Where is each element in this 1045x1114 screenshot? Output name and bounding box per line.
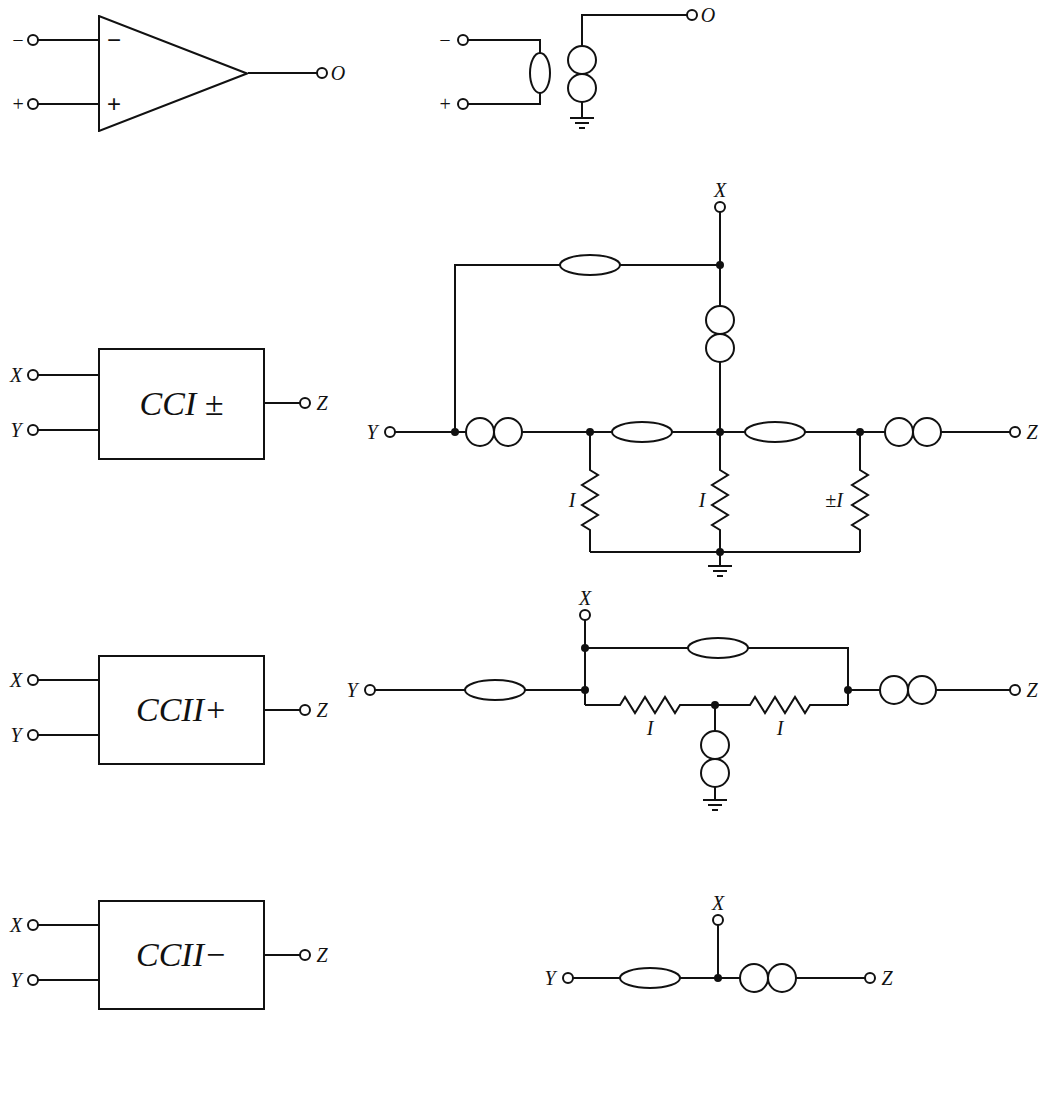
terminal-label: I <box>699 490 706 510</box>
terminal-label: X <box>714 180 726 200</box>
terminal-label: Z <box>1026 422 1037 442</box>
terminal-label: Y <box>366 422 377 442</box>
block-name: CCI ± <box>130 385 234 423</box>
terminal-label: − <box>11 30 25 50</box>
opamp-nullor-model <box>458 10 697 128</box>
terminal-label: X <box>712 893 724 913</box>
terminal-label: X <box>10 670 22 690</box>
cci-box: CCI ± <box>98 348 265 460</box>
input-sign: − <box>107 28 121 52</box>
cci-nullor-model <box>385 202 1020 576</box>
cci-wires <box>28 370 310 435</box>
input-sign: + <box>107 92 121 116</box>
terminal-label: + <box>11 94 25 114</box>
terminal-label: − <box>438 30 452 50</box>
terminal-label: X <box>579 588 591 608</box>
ccii-minus-nullor-model <box>563 915 875 992</box>
terminal-label: + <box>438 94 452 114</box>
block-name: CCII+ <box>126 691 237 729</box>
terminal-label: Z <box>1026 680 1037 700</box>
ccii-minus-wires <box>28 920 310 985</box>
ccii-plus-box: CCII+ <box>98 655 265 765</box>
terminal-label: Z <box>881 968 892 988</box>
terminal-label: I <box>777 718 784 738</box>
terminal-label: Z <box>316 393 327 413</box>
terminal-label: Y <box>346 680 357 700</box>
terminal-label: O <box>331 63 345 83</box>
ccii-plus-nullor-model <box>365 610 1020 810</box>
terminal-label: Y <box>10 725 21 745</box>
ccii-plus-wires <box>28 675 310 740</box>
terminal-label: Z <box>316 700 327 720</box>
terminal-label: X <box>10 365 22 385</box>
opamp-triangle: −+ <box>98 15 248 132</box>
terminal-label: X <box>10 915 22 935</box>
ccii-minus-box: CCII− <box>98 900 265 1010</box>
terminal-label: O <box>701 5 715 25</box>
terminal-label: Y <box>10 970 21 990</box>
terminal-label: Y <box>10 420 21 440</box>
terminal-label: Z <box>316 945 327 965</box>
terminal-label: ±I <box>825 490 843 510</box>
terminal-label: I <box>569 490 576 510</box>
block-name: CCII− <box>126 936 237 974</box>
terminal-label: Y <box>544 968 555 988</box>
terminal-label: I <box>647 718 654 738</box>
